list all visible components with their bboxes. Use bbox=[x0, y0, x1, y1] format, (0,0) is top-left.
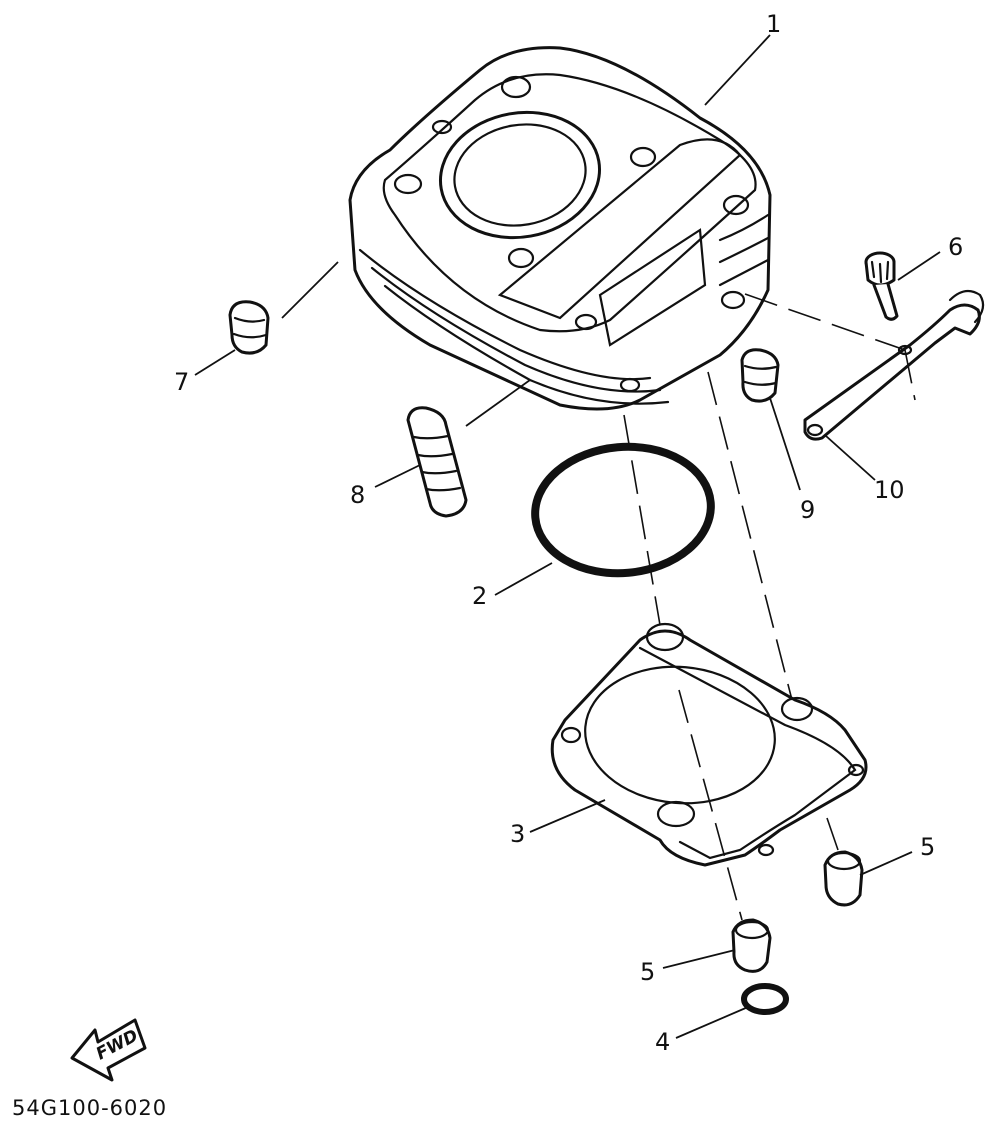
damper-short-2 bbox=[740, 348, 780, 403]
leader-lines bbox=[194, 34, 941, 1039]
dowel-pin-a bbox=[823, 850, 864, 907]
cylinder-gasket bbox=[550, 622, 868, 867]
callout-3: 3 bbox=[510, 820, 525, 848]
callout-7: 7 bbox=[174, 368, 189, 396]
callout-9: 9 bbox=[800, 496, 815, 524]
bolt bbox=[864, 251, 899, 321]
callout-5-right: 5 bbox=[920, 833, 935, 861]
callout-5-left: 5 bbox=[640, 958, 655, 986]
diagram-code: 54G100-6020 bbox=[12, 1096, 167, 1120]
small-o-ring bbox=[741, 983, 789, 1015]
callout-6: 6 bbox=[948, 233, 963, 261]
dowel-pin-b bbox=[731, 918, 772, 973]
damper-short bbox=[228, 300, 270, 355]
fwd-arrow-icon: FWD bbox=[70, 1018, 147, 1082]
assembly-lines bbox=[623, 293, 916, 921]
callout-4: 4 bbox=[655, 1028, 670, 1056]
o-ring bbox=[531, 442, 715, 578]
callout-2: 2 bbox=[472, 582, 487, 610]
callout-1: 1 bbox=[766, 10, 781, 38]
damper-long bbox=[406, 406, 468, 518]
callout-10: 10 bbox=[874, 476, 905, 504]
bracket bbox=[803, 289, 985, 441]
callout-8: 8 bbox=[350, 481, 365, 509]
callout-labels: 1 2 3 4 5 5 6 7 8 9 10 bbox=[174, 10, 963, 1056]
